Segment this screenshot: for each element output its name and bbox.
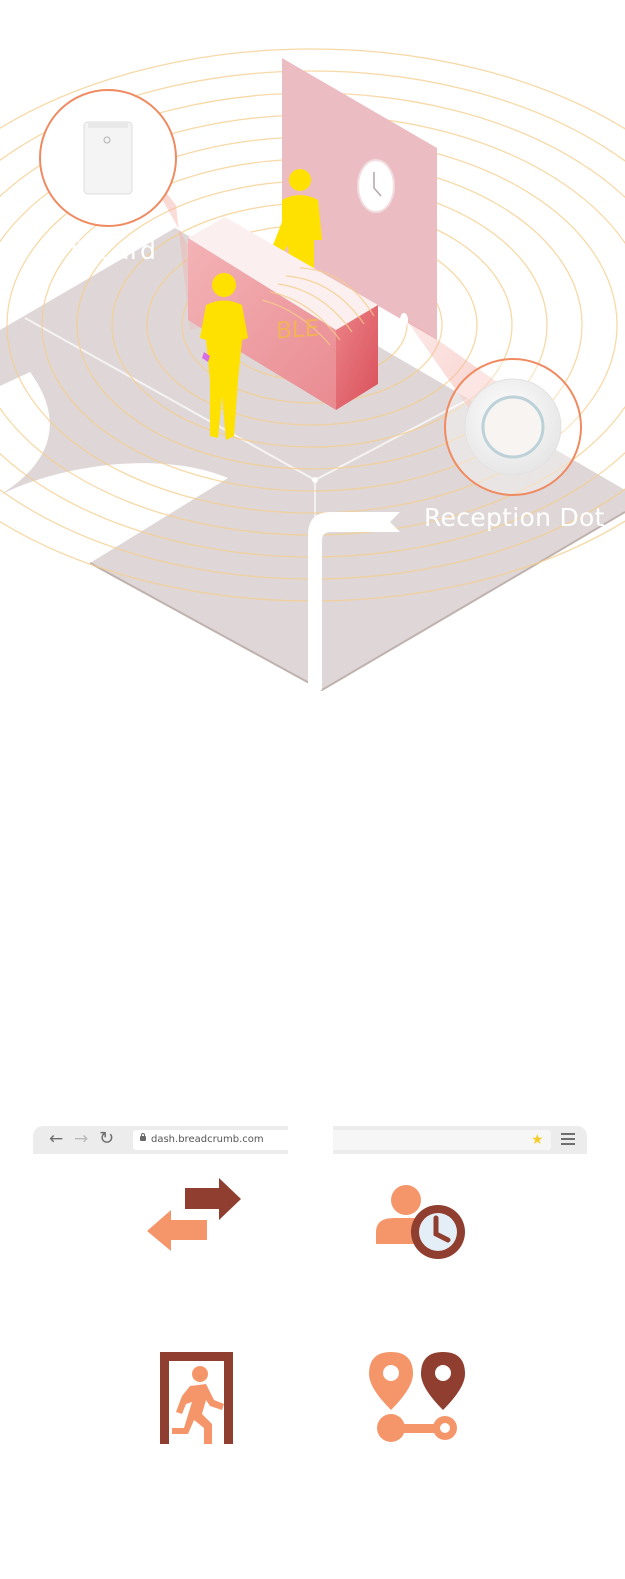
hamburger-menu-icon[interactable]: [561, 1133, 575, 1148]
back-arrow-icon[interactable]: ←: [49, 1129, 64, 1149]
staff-card-label: ff Card: [70, 236, 157, 265]
staff-card-device-icon: [39, 89, 177, 227]
isometric-reception-scene: BLE ff Card Reception Dot: [0, 0, 625, 700]
scene-illustration: [0, 48, 625, 692]
address-bar-end[interactable]: ★: [333, 1130, 551, 1150]
transfer-arrows-icon: [147, 1178, 241, 1251]
url-text: dash.breadcrumb.com: [151, 1134, 264, 1145]
ble-label: BLE: [276, 315, 320, 345]
forward-arrow-icon[interactable]: →: [74, 1129, 89, 1149]
browser-toolbar-right: ★: [333, 1126, 587, 1154]
route-pins-icon: [369, 1352, 465, 1442]
reload-icon[interactable]: ↻: [99, 1128, 115, 1149]
exit-door-icon: [160, 1352, 233, 1444]
person-icon: [200, 273, 248, 440]
direction-arrow-icon: [308, 512, 400, 690]
wall-sensor: [400, 313, 408, 327]
lock-icon: [140, 1133, 146, 1141]
reception-dot-device-icon: [444, 358, 582, 496]
reception-dot-label: Reception Dot: [424, 503, 605, 532]
address-bar[interactable]: dash.breadcrumb.com: [133, 1130, 288, 1150]
bookmark-star-icon[interactable]: ★: [531, 1132, 544, 1148]
user-clock-icon: [376, 1185, 465, 1259]
wall-clock-icon: [357, 159, 395, 213]
browser-toolbar-left: ← → ↻ dash.breadcrumb.com: [33, 1126, 288, 1154]
